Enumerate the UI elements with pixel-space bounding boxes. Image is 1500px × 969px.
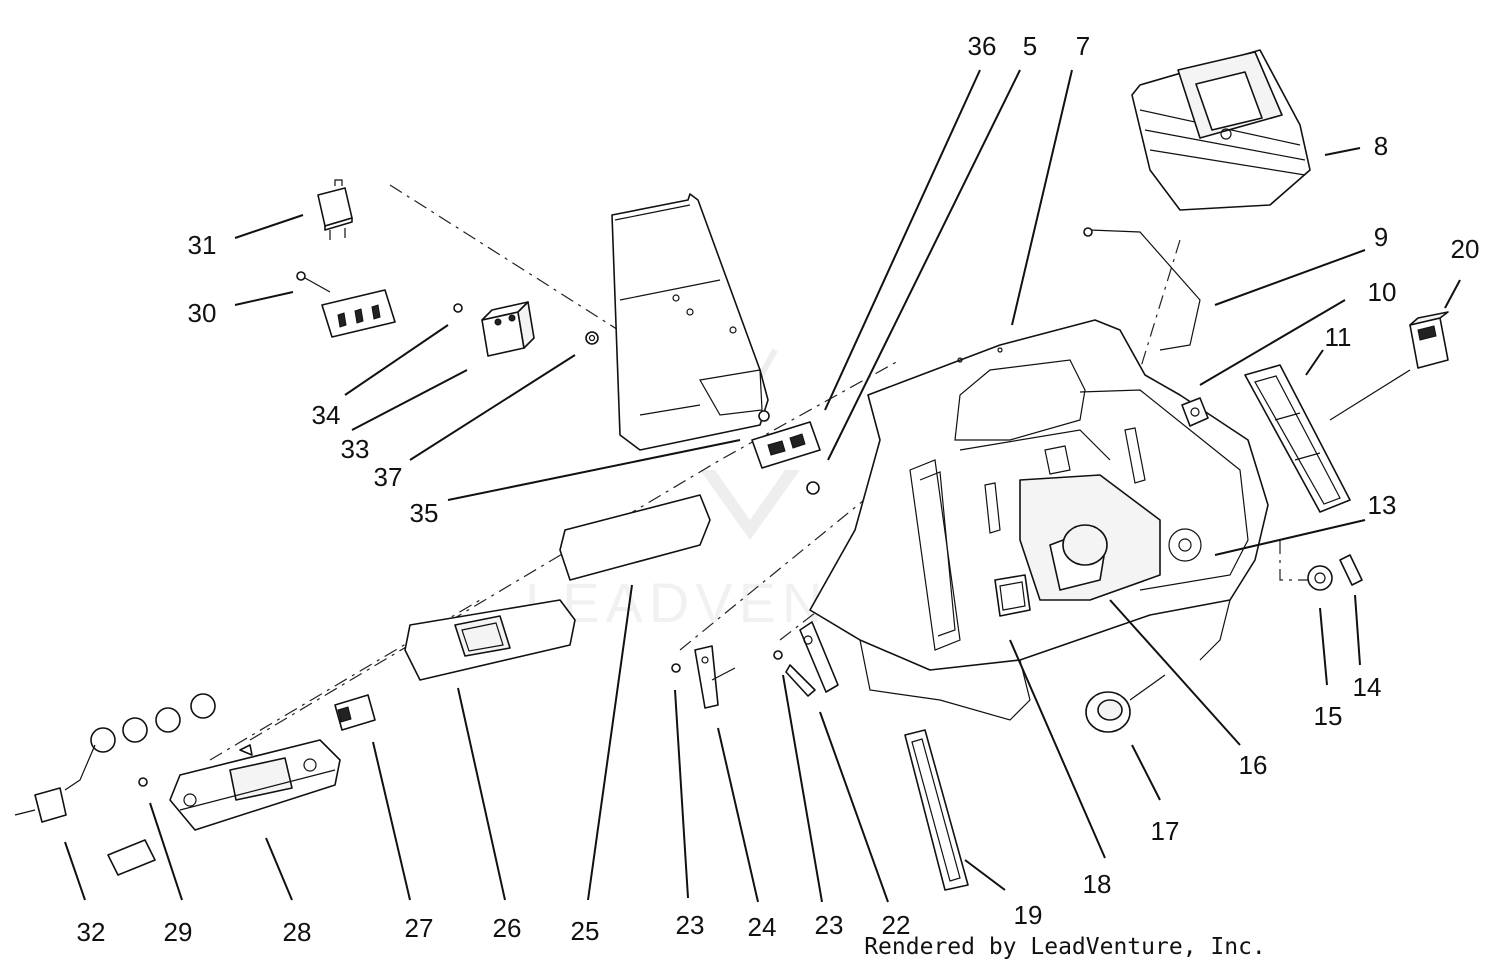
callout-32: 32 <box>77 917 106 947</box>
part-8-shift-boot <box>1131 49 1311 211</box>
part-9-rod <box>1083 227 1201 351</box>
callout-10: 10 <box>1368 277 1397 307</box>
part-17-ignition <box>1085 674 1166 733</box>
callout-27: 27 <box>405 913 434 943</box>
callout-30: 30 <box>188 298 217 328</box>
callout-13: 13 <box>1368 490 1397 520</box>
callout-31: 31 <box>188 230 217 260</box>
part-37-nut <box>585 331 599 345</box>
callout-33: 33 <box>341 434 370 464</box>
part-22-lever <box>785 621 839 697</box>
part-30-fuse-block <box>296 271 396 338</box>
mounting-bracket <box>611 193 769 451</box>
leader-lines <box>64 69 1461 903</box>
part-31-relay <box>317 179 353 240</box>
part-11-trim-strip <box>1244 364 1351 513</box>
callout-28: 28 <box>283 917 312 947</box>
callout-17: 17 <box>1151 816 1180 846</box>
part-7-console <box>809 319 1269 721</box>
part-16-knob <box>1049 524 1108 591</box>
callout-9: 9 <box>1374 222 1388 252</box>
callout-labels: 36 5 7 8 9 10 20 11 13 31 30 34 33 37 35… <box>77 31 1480 947</box>
callout-37: 37 <box>374 462 403 492</box>
callout-15: 15 <box>1314 701 1343 731</box>
callout-24: 24 <box>748 912 777 942</box>
callout-26: 26 <box>493 913 522 943</box>
part-10-bushing <box>1181 397 1209 427</box>
callout-36: 36 <box>968 31 997 61</box>
part-28-light-housing <box>169 739 341 831</box>
part-19-trim <box>904 729 969 891</box>
part-32-harness <box>14 693 216 823</box>
callout-34: 34 <box>312 400 341 430</box>
part-23-screws <box>671 650 783 673</box>
part-35-terminal-block <box>751 410 821 495</box>
part-18-slot-bezel <box>994 574 1031 617</box>
callout-35: 35 <box>410 498 439 528</box>
part-26-lens-cover <box>404 599 576 681</box>
callout-5: 5 <box>1023 31 1037 61</box>
callout-23b: 23 <box>815 910 844 940</box>
callout-7: 7 <box>1076 31 1090 61</box>
part-29-lens <box>107 839 156 876</box>
part-20-rocker-switch <box>1329 311 1449 421</box>
callout-18: 18 <box>1083 869 1112 899</box>
callout-19: 19 <box>1014 900 1043 930</box>
callout-14: 14 <box>1353 672 1382 702</box>
part-29-screw <box>138 777 148 787</box>
callout-23a: 23 <box>676 910 705 940</box>
part-33-module <box>453 301 535 357</box>
callout-20: 20 <box>1451 234 1480 264</box>
callout-22: 22 <box>882 910 911 940</box>
callout-29: 29 <box>164 917 193 947</box>
part-14-key <box>1339 554 1363 586</box>
callout-11: 11 <box>1325 322 1352 352</box>
callout-8: 8 <box>1374 131 1388 161</box>
callout-16: 16 <box>1239 750 1268 780</box>
part-27-switch <box>334 694 376 731</box>
render-credit: Rendered by LeadVenture, Inc. <box>864 934 1266 960</box>
part-24-lever <box>694 645 736 709</box>
part-15-grommet <box>1307 565 1333 591</box>
part-25-panel-cover <box>559 494 711 581</box>
callout-25: 25 <box>571 916 600 946</box>
console-switch-slots <box>984 427 1202 562</box>
